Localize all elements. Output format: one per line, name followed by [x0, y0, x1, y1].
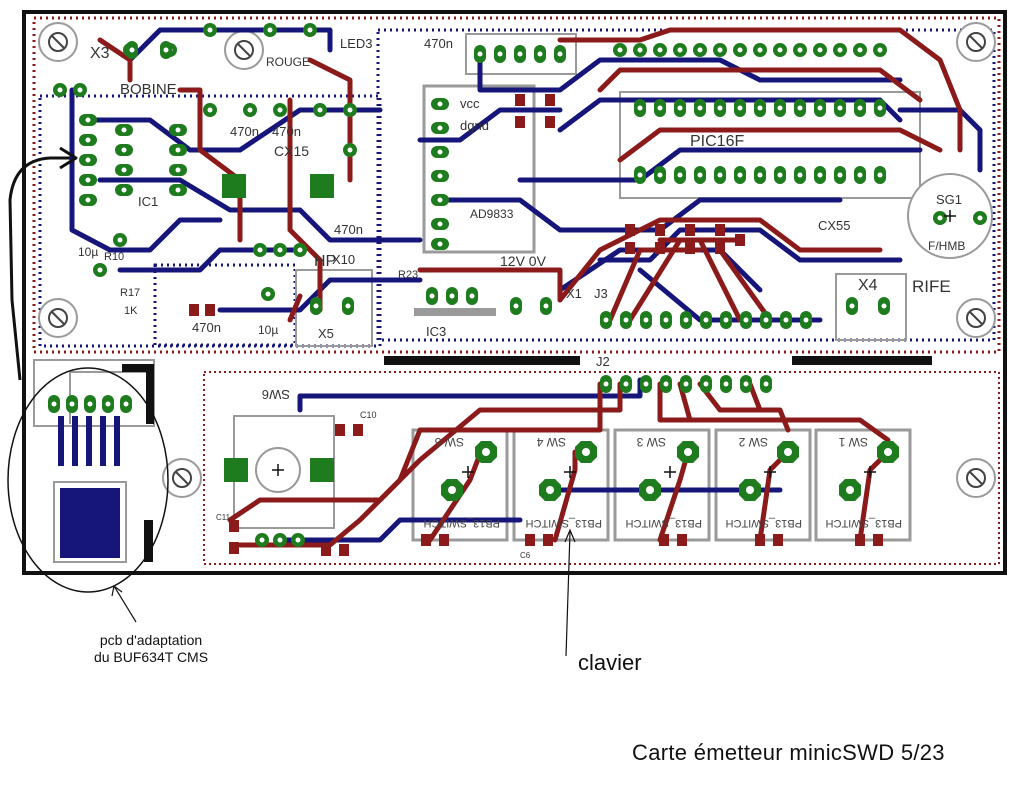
pad-large: [426, 287, 438, 305]
label-led3: LED3: [340, 36, 373, 51]
pad-large: [878, 297, 890, 315]
silkscreen-labels: X3 BOBINE LED3 ROUGE 470n 470n 470n 470n…: [78, 36, 965, 560]
pad-large: [540, 297, 552, 315]
label-x3: X3: [90, 45, 110, 62]
adaptation-pcb: [7, 359, 169, 593]
pad-large: [933, 211, 947, 225]
pcb-adaptation-note: pcb d'adaptation du BUF634T CMS: [76, 632, 226, 666]
label-cx55: CX55: [818, 218, 851, 233]
label-c10: C10: [360, 410, 377, 420]
label-rouge: ROUGE: [266, 55, 310, 69]
label-bobine: BOBINE: [120, 81, 177, 98]
pad-large: [973, 211, 987, 225]
pad-large: [261, 287, 275, 301]
arrow-to-connector: [8, 146, 78, 381]
ic3-body: [414, 308, 496, 316]
pad-square: [310, 458, 334, 482]
label-ad9833: AD9833: [470, 207, 514, 221]
label-c6: C6: [520, 551, 531, 560]
label-ic1: IC1: [138, 194, 158, 209]
label-sg1: SG1: [936, 192, 962, 207]
figure-caption: Carte émetteur minicSWD 5/23: [632, 740, 945, 765]
ground-plane-top-red: [32, 16, 1001, 354]
x4-outline: [835, 273, 907, 341]
label-sw1: SW 1: [838, 435, 868, 449]
header-j2: [600, 375, 772, 393]
pad-large: [126, 41, 138, 59]
mounting-hole: [956, 458, 996, 498]
label-470n-b: 470n: [230, 124, 259, 139]
label-rife: RIFE: [912, 277, 951, 296]
label-j2: J2: [596, 354, 610, 369]
label-r10: R10: [104, 251, 124, 263]
clavier-label: clavier: [578, 650, 642, 675]
label-r23: R23: [398, 269, 418, 281]
label-sw5: SW 5: [434, 435, 464, 449]
pad-square: [224, 458, 248, 482]
mounting-hole: [956, 298, 996, 338]
label-vcc: vcc: [460, 96, 480, 111]
label-c11: C11: [216, 513, 231, 522]
label-pic: PIC16F: [690, 133, 744, 150]
pad-square: [310, 174, 334, 198]
label-pb13: PB13_SWITCH: [526, 517, 602, 529]
pcb-note-line1: pcb d'adaptation: [99, 632, 203, 648]
slot-bar: [792, 356, 932, 365]
label-x5: X5: [318, 326, 334, 341]
pad-large: [466, 287, 478, 305]
ground-plane-left-blue: [38, 94, 382, 348]
label-x4: X4: [858, 277, 878, 294]
pad-large: [342, 297, 354, 315]
arrow-to-clavier: [564, 528, 576, 657]
mounting-hole: [224, 30, 264, 70]
switch-labels: SW 5 SW 4 SW 3 SW 2 SW 1 PB13_SWITCH PB1…: [424, 435, 902, 529]
label-x10: X10: [332, 252, 355, 267]
arrow-to-pcb-note: [111, 584, 137, 623]
label-pb13: PB13_SWITCH: [826, 517, 902, 529]
label-fhmb: F/HMB: [928, 239, 965, 253]
pad-large: [310, 297, 322, 315]
label-sw4: SW 4: [536, 435, 566, 449]
label-dgnd: dgnd: [460, 118, 489, 133]
slot-bar: [384, 356, 580, 365]
label-470n-a: 470n: [424, 36, 453, 51]
crosshair-marks: [272, 210, 956, 478]
label-470n-c: 470n: [272, 124, 301, 139]
mounting-hole: [956, 22, 996, 62]
pad-large: [446, 287, 458, 305]
pad-large: [160, 41, 172, 59]
label-j3: J3: [594, 286, 608, 301]
pad-large: [510, 297, 522, 315]
pad-large: [846, 297, 858, 315]
label-sw6: SW6: [262, 387, 290, 402]
label-10u-b: 10µ: [258, 323, 278, 337]
pcb-note-line2: du BUF634T CMS: [93, 649, 209, 665]
label-ic3: IC3: [426, 324, 446, 339]
label-10u-a: 10µ: [78, 245, 98, 259]
label-hp: HP: [314, 253, 336, 270]
adaptation-circle: [7, 367, 169, 593]
mounting-hole: [38, 22, 78, 62]
label-r17: R17: [120, 287, 140, 299]
pad-square: [222, 174, 246, 198]
label-pb13: PB13_SWITCH: [626, 517, 702, 529]
label-pb13: PB13_SWITCH: [726, 517, 802, 529]
label-470n-e: 470n: [192, 320, 221, 335]
connector-outline: [465, 33, 577, 75]
label-x1: X1: [566, 286, 582, 301]
label-1k: 1K: [124, 305, 138, 317]
label-12v: 12V 0V: [500, 253, 547, 269]
label-cx15: CX15: [274, 143, 309, 159]
label-sw3: SW 3: [636, 435, 666, 449]
label-pb13: PB13_SWITCH: [424, 517, 500, 529]
keypad-area-border: [203, 371, 1000, 565]
mounting-hole: [38, 298, 78, 338]
label-470n-d: 470n: [334, 222, 363, 237]
label-sw2: SW 2: [738, 435, 768, 449]
